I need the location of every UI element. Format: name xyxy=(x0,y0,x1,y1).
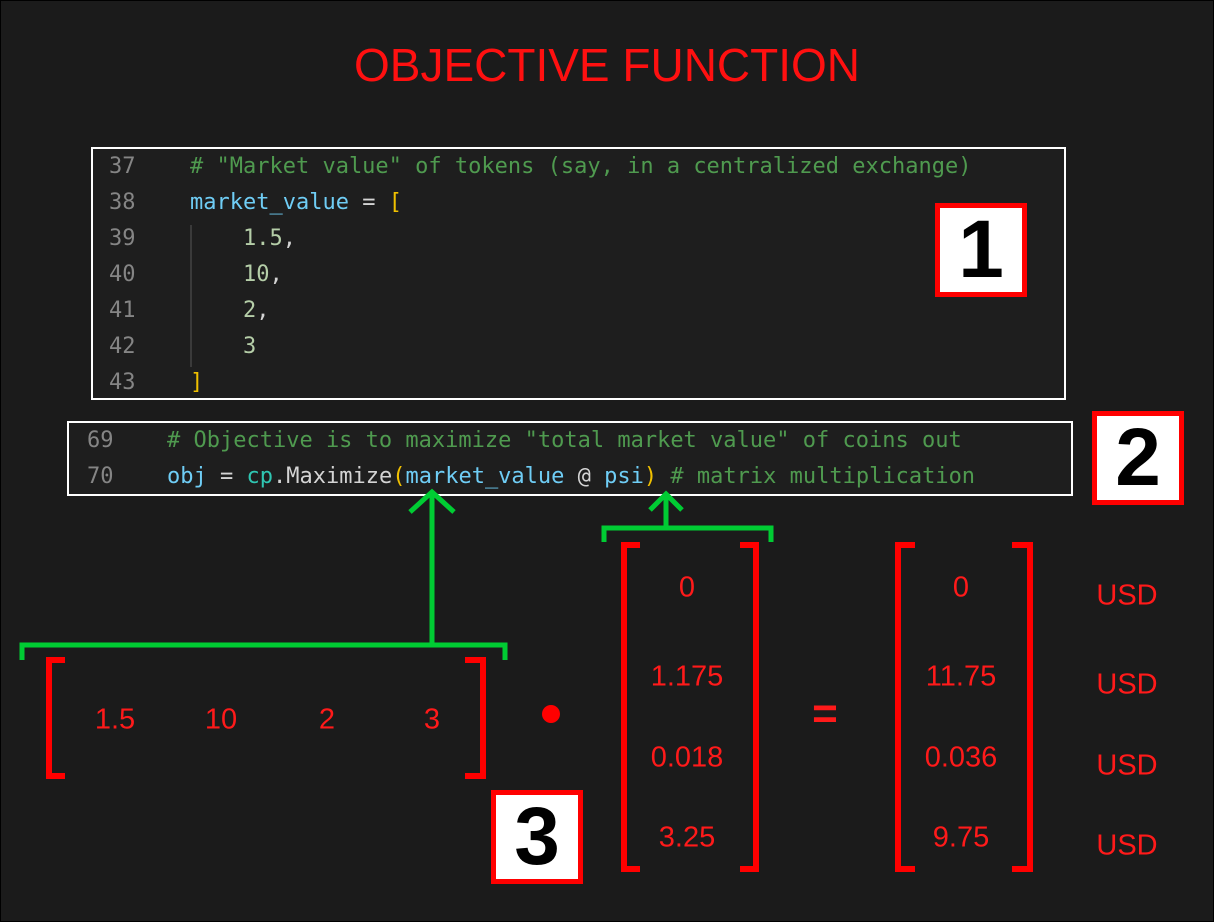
code-token: .Maximize xyxy=(273,464,393,489)
line-number: 37 xyxy=(109,154,136,179)
code-token: obj xyxy=(167,464,207,489)
code-token: 3 xyxy=(190,334,257,359)
line-number: 39 xyxy=(109,226,136,251)
badge-1: 1 xyxy=(935,203,1027,297)
result-vector-value: 11.75 xyxy=(925,660,997,693)
row-vector-value: 1.5 xyxy=(94,703,136,736)
dot-product-operator xyxy=(542,705,560,723)
badge-2: 2 xyxy=(1092,411,1184,505)
code-block-objective: 69 # Objective is to maximize "total mark… xyxy=(67,421,1073,496)
code-token: 1.5 xyxy=(190,226,283,251)
column-vector-value: 3.25 xyxy=(658,821,716,854)
arrow-market-value xyxy=(408,488,456,645)
code-line: 2, xyxy=(190,293,270,329)
row-vector-value: 10 xyxy=(204,703,238,736)
page-title: OBJECTIVE FUNCTION xyxy=(353,39,861,91)
code-token: psi xyxy=(604,464,644,489)
code-line: market_value = [ xyxy=(190,185,402,221)
column-vector-bracket xyxy=(601,525,774,542)
code-token: 2 xyxy=(190,298,257,323)
line-number: 38 xyxy=(109,190,136,215)
result-right-bracket xyxy=(1012,542,1033,872)
code-token: = xyxy=(348,190,389,215)
column-vector-value: 0 xyxy=(678,571,696,604)
code-line: # Objective is to maximize "total market… xyxy=(167,423,962,459)
col-left-bracket xyxy=(621,542,640,872)
red-brackets xyxy=(46,542,1033,872)
code-token: , xyxy=(269,262,283,287)
result-vector-value: 9.75 xyxy=(932,821,990,854)
col-right-bracket xyxy=(740,542,759,872)
line-number: 69 xyxy=(87,428,114,453)
code-token: ) xyxy=(643,464,658,489)
row-vector-value: 2 xyxy=(318,703,336,736)
code-token: cp xyxy=(246,464,274,489)
unit-label: USD xyxy=(1096,749,1158,782)
code-token: ( xyxy=(392,464,406,489)
code-token: # "Market value" of tokens (say, in a ce… xyxy=(190,154,972,179)
line-number: 42 xyxy=(109,334,136,359)
code-token: , xyxy=(282,226,296,251)
code-line: 3 xyxy=(190,329,256,365)
code-block-market-value: 37 # "Market value" of tokens (say, in a … xyxy=(91,147,1066,400)
arrow-psi xyxy=(648,490,684,528)
code-line: # "Market value" of tokens (say, in a ce… xyxy=(190,149,971,185)
line-number: 40 xyxy=(109,262,136,287)
badge-3: 3 xyxy=(491,790,583,884)
code-line: ] xyxy=(190,365,203,401)
unit-label: USD xyxy=(1096,668,1158,701)
row-vector-bracket xyxy=(19,642,508,660)
code-line: 1.5, xyxy=(190,221,296,257)
result-left-bracket xyxy=(895,542,915,872)
code-line: obj = cp.Maximize(market_value @ psi) # … xyxy=(167,459,975,495)
code-token: # Objective is to maximize "total market… xyxy=(167,428,962,453)
unit-label: USD xyxy=(1096,829,1158,862)
row-left-bracket xyxy=(46,657,65,779)
result-vector-value: 0.036 xyxy=(924,741,998,774)
code-token: market_value xyxy=(190,190,349,215)
code-token: # matrix multiplication xyxy=(657,464,976,489)
green-arrows xyxy=(19,488,774,660)
code-token: = xyxy=(206,464,247,489)
column-vector-value: 1.175 xyxy=(650,660,724,693)
code-token: @ xyxy=(564,464,605,489)
line-number: 43 xyxy=(109,370,136,395)
code-line: 10, xyxy=(190,257,283,293)
code-token: market_value xyxy=(405,464,565,489)
indent-guide xyxy=(190,225,192,367)
column-vector-value: 0.018 xyxy=(650,741,724,774)
line-number: 70 xyxy=(87,464,114,489)
result-vector-value: 0 xyxy=(952,571,970,604)
code-token: ] xyxy=(190,370,204,395)
row-vector-value: 3 xyxy=(423,703,441,736)
row-right-bracket xyxy=(465,657,486,779)
code-token: [ xyxy=(388,190,402,215)
line-number: 41 xyxy=(109,298,136,323)
code-token: 10 xyxy=(190,262,270,287)
code-token: , xyxy=(256,298,270,323)
equals-sign: = xyxy=(812,689,838,738)
unit-label: USD xyxy=(1096,579,1158,612)
